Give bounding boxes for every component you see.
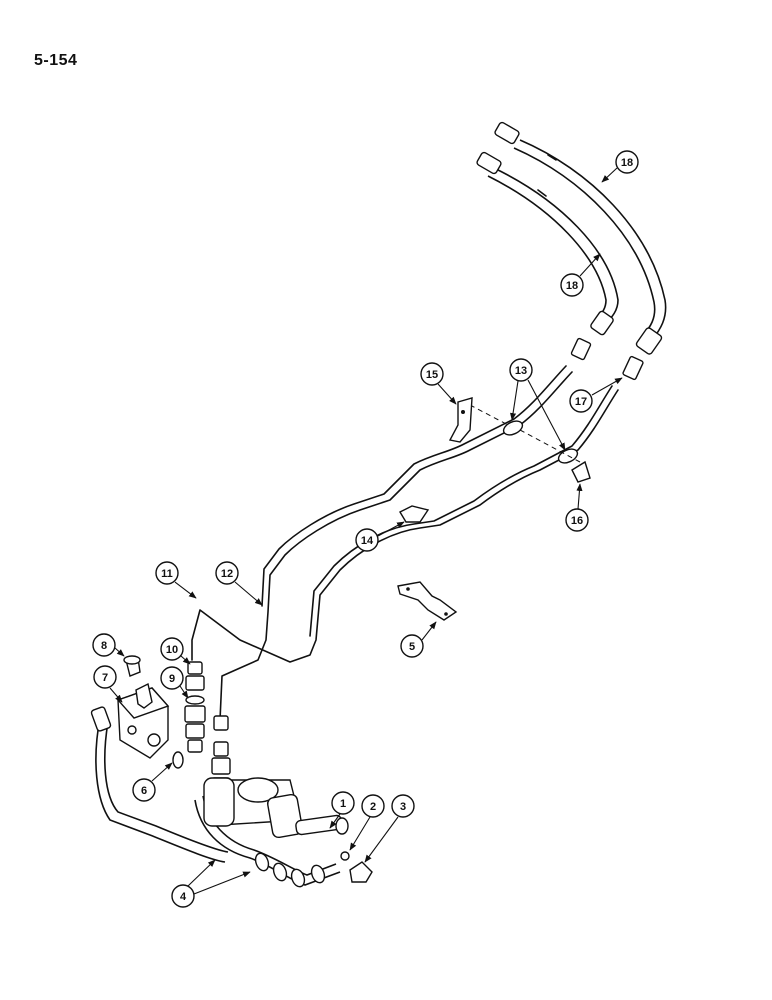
fitting-stack-9-10 (184, 661, 231, 797)
bracket-5 (397, 581, 458, 621)
elbow-fitting-3 (349, 861, 373, 883)
svg-text:4: 4 (180, 891, 187, 903)
page-number: 5-154 (34, 52, 78, 69)
svg-text:11: 11 (161, 568, 173, 580)
callout-18-bottom: 18 (560, 253, 601, 297)
callout-1: 1 (329, 791, 355, 829)
callout-16: 16 (565, 483, 589, 532)
callout-9: 9 (160, 666, 189, 699)
svg-text:6: 6 (141, 785, 147, 797)
callout-7: 7 (93, 665, 123, 703)
callout-8: 8 (92, 633, 125, 657)
callout-5: 5 (400, 621, 437, 658)
svg-text:18: 18 (621, 157, 633, 169)
steering-cylinder (203, 777, 349, 839)
washer (340, 851, 350, 861)
svg-text:5: 5 (409, 641, 415, 653)
tube-line-upper (219, 365, 573, 721)
bracket-14 (399, 505, 430, 523)
svg-text:2: 2 (370, 801, 376, 813)
svg-text:12: 12 (221, 568, 233, 580)
plug (123, 655, 141, 677)
svg-text:15: 15 (426, 369, 438, 381)
callout-3: 3 (364, 794, 415, 863)
callout-10: 10 (160, 637, 191, 665)
callout-2: 2 (349, 794, 385, 851)
hose-assembly-upper (476, 121, 667, 355)
svg-text:17: 17 (575, 396, 587, 408)
svg-text:16: 16 (571, 515, 583, 527)
svg-text:1: 1 (340, 798, 346, 810)
bracket-16 (571, 460, 591, 483)
tube-line-lower (191, 385, 619, 663)
callout-11: 11 (155, 561, 197, 599)
adapter-fittings (570, 337, 644, 381)
elbow-fitting (135, 682, 153, 709)
callout-18-top: 18 (601, 150, 639, 183)
callout-13: 13 (509, 358, 566, 451)
callout-14: 14 (355, 521, 405, 552)
callout-15: 15 (420, 362, 457, 405)
svg-text:14: 14 (361, 535, 374, 547)
callout-4: 4 (171, 859, 251, 908)
svg-text:9: 9 (169, 673, 175, 685)
svg-text:13: 13 (515, 365, 527, 377)
callout-6: 6 (132, 762, 173, 802)
svg-text:7: 7 (102, 672, 108, 684)
bracket-15 (448, 397, 473, 443)
clamp-sleeve (502, 420, 524, 436)
svg-text:10: 10 (166, 644, 178, 656)
callout-17: 17 (569, 377, 623, 413)
svg-text:3: 3 (400, 801, 406, 813)
svg-text:18: 18 (566, 280, 578, 292)
o-ring (172, 751, 184, 769)
callout-12: 12 (215, 561, 263, 606)
hose-assembly-lower (90, 706, 341, 888)
svg-text:8: 8 (101, 640, 107, 652)
